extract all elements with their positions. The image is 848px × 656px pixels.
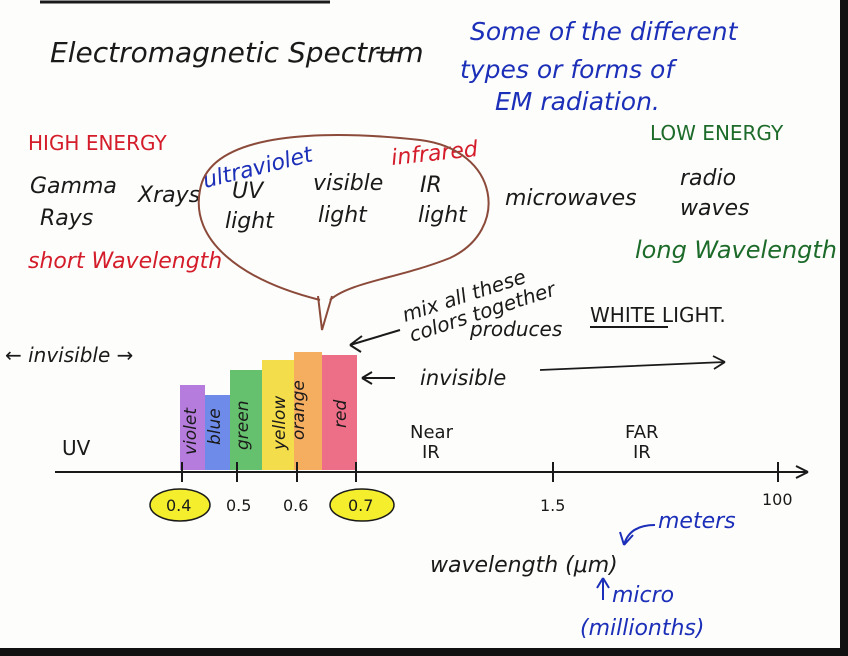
far-ir-label-1: FAR [625,422,659,443]
tick-label-1-5: 1.5 [540,496,565,515]
title: Electromagnetic Spectrum [50,36,424,69]
millionths-label: (millionths) [580,616,704,641]
near-ir-label-2: IR [422,442,440,463]
micro-arrow [596,577,610,600]
invisible-right-arrow [539,355,726,371]
uv-label-2: light [225,209,275,234]
long-wavelength-label: long Wavelength [635,236,837,264]
subtitle-line-1: Some of the different [470,17,739,46]
low-energy-label: LOW ENERGY [650,121,784,145]
mix-arrow [349,329,401,353]
band-label-blue: blue [205,408,225,445]
tick-label-0-7: 0.7 [348,496,373,515]
axis-label: wavelength (μm) [430,553,618,578]
micro-label: micro [612,583,674,608]
gamma-label-1: Gamma [30,174,117,199]
visible-label-2: light [318,203,368,228]
band-label-yellow: yellow [270,396,290,451]
tick-label-0-6: 0.6 [283,496,308,515]
meters-label: meters [658,509,736,534]
meters-arrow [619,524,656,546]
radio-label-1: radio [680,166,736,191]
ir-label-2: light [418,203,468,228]
tick-label-100: 100 [762,490,793,509]
invisible-left-label: ← invisible → [5,343,133,367]
band-label-red: red [331,400,351,428]
visible-bubble-outline [197,134,490,301]
band-orange [294,352,322,470]
mix-note-3: produces [469,317,562,341]
visible-label-1: visible [313,171,383,196]
title-dash: — [375,34,403,67]
band-red [322,355,357,470]
radio-label-2: waves [680,196,750,221]
invisible-right-arrow-left [361,371,395,385]
short-wavelength-label: short Wavelength [28,249,222,274]
region-uv-label: UV [62,436,91,460]
right-edge-shadow [840,0,848,656]
uv-label-1: UV [232,179,265,204]
high-energy-label: HIGH ENERGY [28,131,167,155]
tick-label-0-4: 0.4 [166,496,191,515]
bubble-pointer-arrow [317,295,333,331]
subtitle-line-2: types or forms of [460,55,677,84]
invisible-right-label: invisible [420,366,506,390]
band-label-green: green [233,401,253,450]
band-green [230,370,262,470]
gamma-label-2: Rays [40,206,93,231]
tick-label-0-5: 0.5 [226,496,251,515]
band-label-violet: violet [181,407,201,455]
far-ir-label-2: IR [633,442,651,463]
microwaves-label: microwaves [505,186,637,211]
band-blue [205,395,230,470]
ir-label-1: IR [420,173,442,198]
band-yellow [262,360,294,470]
bottom-edge-shadow [0,648,848,656]
band-violet [180,385,205,470]
near-ir-label-1: Near [410,422,454,443]
axis-arrowhead [795,465,809,479]
band-label-orange: orange [289,380,309,440]
subtitle-line-3: EM radiation. [495,87,660,116]
highlight-0-4 [149,488,211,522]
xrays-label: Xrays [137,183,200,208]
white-light-label: WHITE LIGHT. [590,303,726,327]
highlight-0-7 [329,488,395,522]
